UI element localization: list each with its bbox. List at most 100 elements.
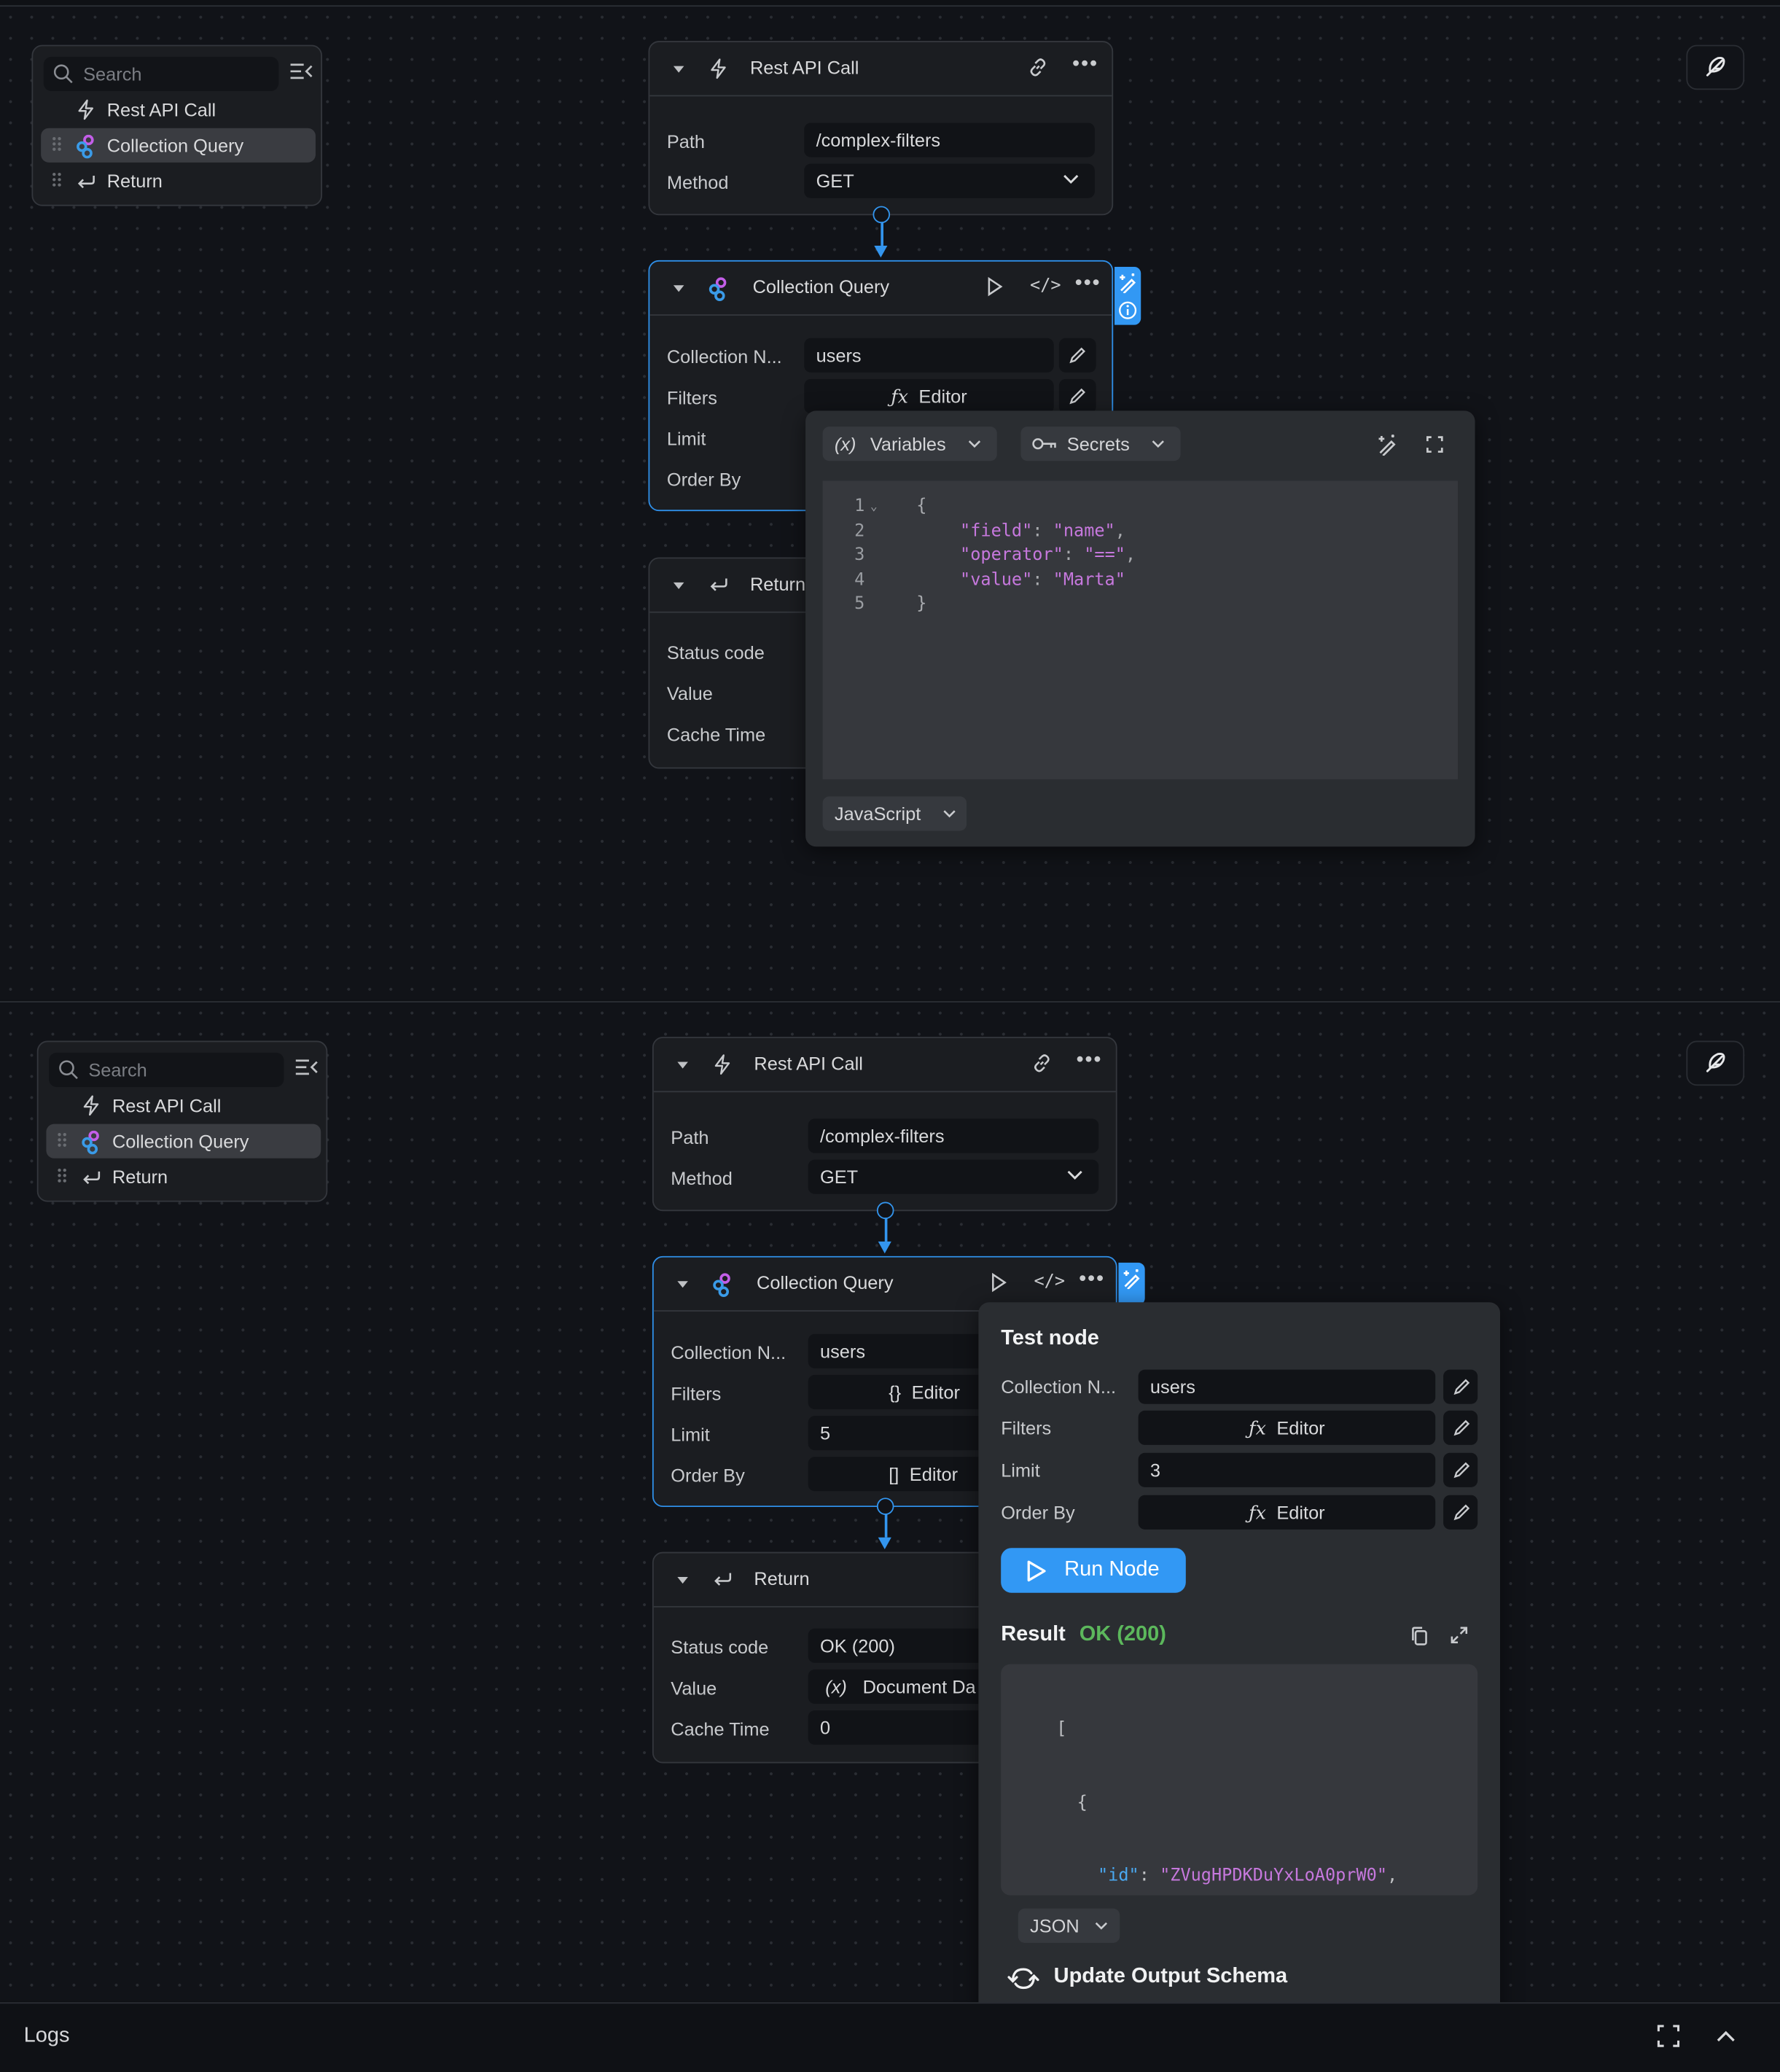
drag-handle-icon[interactable] <box>52 136 62 152</box>
drag-handle-icon[interactable] <box>57 1167 67 1183</box>
connection-wire <box>881 222 883 246</box>
search-icon <box>59 1060 78 1080</box>
path-input[interactable]: /complex-filters <box>804 122 1095 157</box>
edit-button[interactable] <box>1058 338 1096 373</box>
drag-handle-icon[interactable] <box>57 1132 67 1148</box>
collapse-caret-icon[interactable] <box>677 1281 688 1288</box>
edit-button[interactable] <box>1058 378 1096 414</box>
fullscreen-icon[interactable] <box>1657 2025 1680 2047</box>
chevron-up-icon[interactable] <box>1717 2030 1735 2042</box>
info-icon[interactable] <box>1118 301 1137 319</box>
rest-api-call-node[interactable]: Rest API Call ••• Path /complex-filters … <box>652 1037 1117 1212</box>
edit-button[interactable] <box>1443 1452 1478 1487</box>
output-port[interactable] <box>876 1497 894 1515</box>
line-number: 5 <box>854 594 865 615</box>
variables-dropdown[interactable]: (x) Variables <box>822 427 997 461</box>
sidebar-item-rest-api-call[interactable]: Rest API Call <box>41 93 316 127</box>
run-node-button[interactable]: Run Node <box>1001 1548 1186 1593</box>
method-select[interactable]: GET <box>804 163 1095 198</box>
more-options-icon[interactable]: ••• <box>1074 272 1101 295</box>
more-options-icon[interactable]: ••• <box>1079 1268 1105 1290</box>
collapse-sidebar-icon[interactable] <box>289 62 313 80</box>
play-icon <box>1027 1560 1046 1582</box>
collection-name-input[interactable]: users <box>804 338 1054 373</box>
sidebar-item-return[interactable]: Return <box>46 1160 321 1194</box>
pencil-icon <box>1069 388 1085 405</box>
method-select[interactable]: GET <box>808 1159 1099 1194</box>
json-line: "id": "ZVugHPDKDuYxLoA0prW0", <box>1098 1866 1398 1886</box>
fullscreen-icon[interactable] <box>1426 436 1444 453</box>
test-collection-name-input[interactable]: users <box>1138 1369 1436 1404</box>
collapse-sidebar-icon[interactable] <box>294 1058 319 1076</box>
collapse-caret-icon[interactable] <box>673 285 684 292</box>
output-port[interactable] <box>873 206 891 224</box>
collection-query-icon <box>77 134 94 159</box>
fold-chevron-icon[interactable]: ⌄ <box>870 500 878 514</box>
rest-api-call-node[interactable]: Rest API Call ••• Path /complex-filters … <box>648 41 1114 216</box>
field-label: Status code <box>671 1636 769 1658</box>
language-dropdown[interactable]: JavaScript <box>822 796 967 831</box>
collapse-caret-icon[interactable] <box>677 1577 688 1584</box>
field-row-method: Method GET <box>654 1157 1116 1198</box>
collapse-caret-icon[interactable] <box>677 1062 688 1069</box>
line-number: 3 <box>854 545 865 566</box>
field-label: Collection N... <box>666 346 782 367</box>
link-icon[interactable] <box>1027 57 1048 78</box>
format-dropdown[interactable]: JSON <box>1018 1908 1120 1943</box>
field-value: Editor <box>1276 1417 1325 1438</box>
logs-panel-bar[interactable]: Logs <box>0 2002 1780 2072</box>
output-port[interactable] <box>876 1201 894 1220</box>
field-row-path: Path /complex-filters <box>649 120 1112 161</box>
pencil-icon <box>1453 1419 1470 1436</box>
line-number: 1 <box>854 496 865 517</box>
sidebar-item-return[interactable]: Return <box>41 164 316 198</box>
edit-button[interactable] <box>1443 1410 1478 1445</box>
object-braces-icon: {} <box>889 1381 902 1403</box>
secrets-dropdown[interactable]: Secrets <box>1020 427 1181 461</box>
field-value: 3 <box>1149 1459 1161 1481</box>
chevron-down-icon <box>1067 1170 1082 1180</box>
more-options-icon[interactable]: ••• <box>1076 1048 1103 1072</box>
more-options-icon[interactable]: ••• <box>1072 52 1098 76</box>
collapse-caret-icon[interactable] <box>673 582 684 589</box>
edit-button[interactable] <box>1443 1495 1478 1530</box>
sidebar-item-rest-api-call[interactable]: Rest API Call <box>46 1088 321 1123</box>
path-input[interactable]: /complex-filters <box>808 1118 1099 1153</box>
collapse-caret-icon[interactable] <box>673 66 684 73</box>
code-icon[interactable]: </> <box>1034 1271 1066 1292</box>
chevron-down-icon <box>943 810 956 818</box>
field-row-collection-name: Collection N... users <box>649 335 1112 376</box>
sidebar-item-label: Return <box>106 170 163 192</box>
magic-wand-icon[interactable] <box>1117 272 1139 294</box>
chevron-down-icon <box>968 440 981 448</box>
run-icon[interactable] <box>989 1272 1007 1293</box>
copy-icon[interactable] <box>1410 1626 1429 1647</box>
array-brackets-icon: [] <box>889 1463 899 1485</box>
run-icon[interactable] <box>985 276 1003 297</box>
update-output-schema-button[interactable]: Update Output Schema <box>1007 1964 1324 1993</box>
search-input[interactable]: Search <box>43 56 279 92</box>
expand-icon[interactable] <box>1450 1626 1468 1644</box>
sidebar-item-collection-query[interactable]: Collection Query <box>46 1123 321 1158</box>
field-value: users <box>1149 1376 1195 1398</box>
code-editor[interactable]: 1 ⌄ { 2 "field": "name", 3 "operator": "… <box>822 480 1459 779</box>
link-icon[interactable] <box>1031 1053 1053 1074</box>
magic-wand-icon[interactable] <box>1376 433 1399 456</box>
drag-handle-icon[interactable] <box>52 172 62 188</box>
test-limit-input[interactable]: 3 <box>1138 1452 1436 1487</box>
feather-button[interactable] <box>1686 44 1745 90</box>
edit-button[interactable] <box>1443 1369 1478 1404</box>
field-label: Order By <box>666 469 741 491</box>
code-icon[interactable]: </> <box>1030 276 1061 296</box>
feather-button[interactable] <box>1686 1040 1745 1086</box>
result-json-viewer[interactable]: [ { "id": "ZVugHPDKDuYxLoA0prW0", "data"… <box>1001 1664 1478 1896</box>
code-text: } <box>916 594 927 615</box>
magic-wand-icon[interactable] <box>1121 1268 1142 1290</box>
search-input[interactable]: Search <box>49 1052 284 1087</box>
sidebar-item-collection-query[interactable]: Collection Query <box>41 128 316 163</box>
field-label: Path <box>666 131 706 152</box>
